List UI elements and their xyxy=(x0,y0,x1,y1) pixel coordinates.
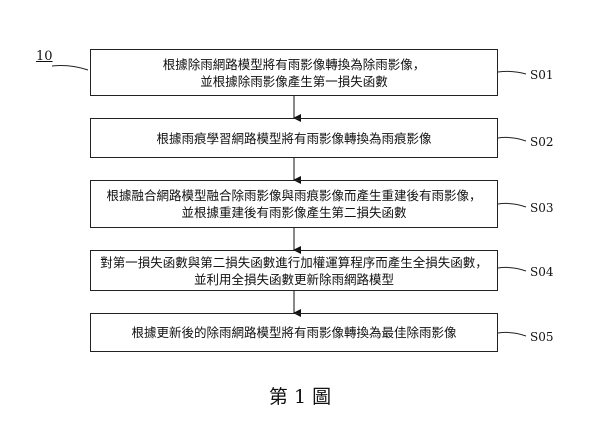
step-box-s05: 根據更新後的除雨網路模型將有雨影像轉換為最佳除雨影像 xyxy=(90,313,498,352)
reference-leader-line xyxy=(51,65,89,71)
step-s04-line-2: 並利用全損失函數更新除雨網路模型 xyxy=(193,271,394,287)
step-id-s05: S05 xyxy=(530,330,554,344)
leader-s03 xyxy=(497,202,527,208)
step-id-s03: S03 xyxy=(530,201,554,215)
step-s03-line-1: 根據融合網路模型融合除雨影像與雨痕影像而產生重建後有雨影像， xyxy=(106,188,482,203)
leader-s01 xyxy=(497,70,527,75)
step-id-s04: S04 xyxy=(530,265,554,279)
step-box-s03: 根據融合網路模型融合除雨影像與雨痕影像而產生重建後有雨影像， 並根據重建後有雨影… xyxy=(90,180,498,228)
reference-numeral: 10 xyxy=(36,49,53,64)
leader-s04 xyxy=(497,266,527,272)
step-s02-line-1: 根據雨痕學習網路模型將有雨影像轉換為雨痕影像 xyxy=(156,130,432,146)
step-s05-line-1: 根據更新後的除雨網路模型將有雨影像轉換為最佳除雨影像 xyxy=(131,325,457,340)
figure-caption: 第 1 圖 xyxy=(268,386,332,408)
step-s01-line-2: 並根據除雨影像產生第一損失函數 xyxy=(200,73,388,89)
step-s01-line-1: 根據除雨網路模型將有雨影像轉換為除雨影像， xyxy=(162,56,426,72)
step-box-s01: 根據除雨網路模型將有雨影像轉換為除雨影像， 並根據除雨影像產生第一損失函數 xyxy=(90,49,498,96)
leader-s05 xyxy=(497,331,527,337)
step-s03-line-2: 並根據重建後有雨影像產生第二損失函數 xyxy=(181,205,407,220)
leader-s02 xyxy=(497,136,527,142)
step-box-s02: 根據雨痕學習網路模型將有雨影像轉換為雨痕影像 xyxy=(90,118,498,158)
step-box-s04: 對第一損失函數與第二損失函數進行加權運算程序而產生全損失函數， 並利用全損失函數… xyxy=(90,250,498,291)
step-id-s01: S01 xyxy=(530,68,554,82)
step-id-s02: S02 xyxy=(530,135,554,149)
step-s04-line-1: 對第一損失函數與第二損失函數進行加權運算程序而產生全損失函數， xyxy=(100,254,488,270)
